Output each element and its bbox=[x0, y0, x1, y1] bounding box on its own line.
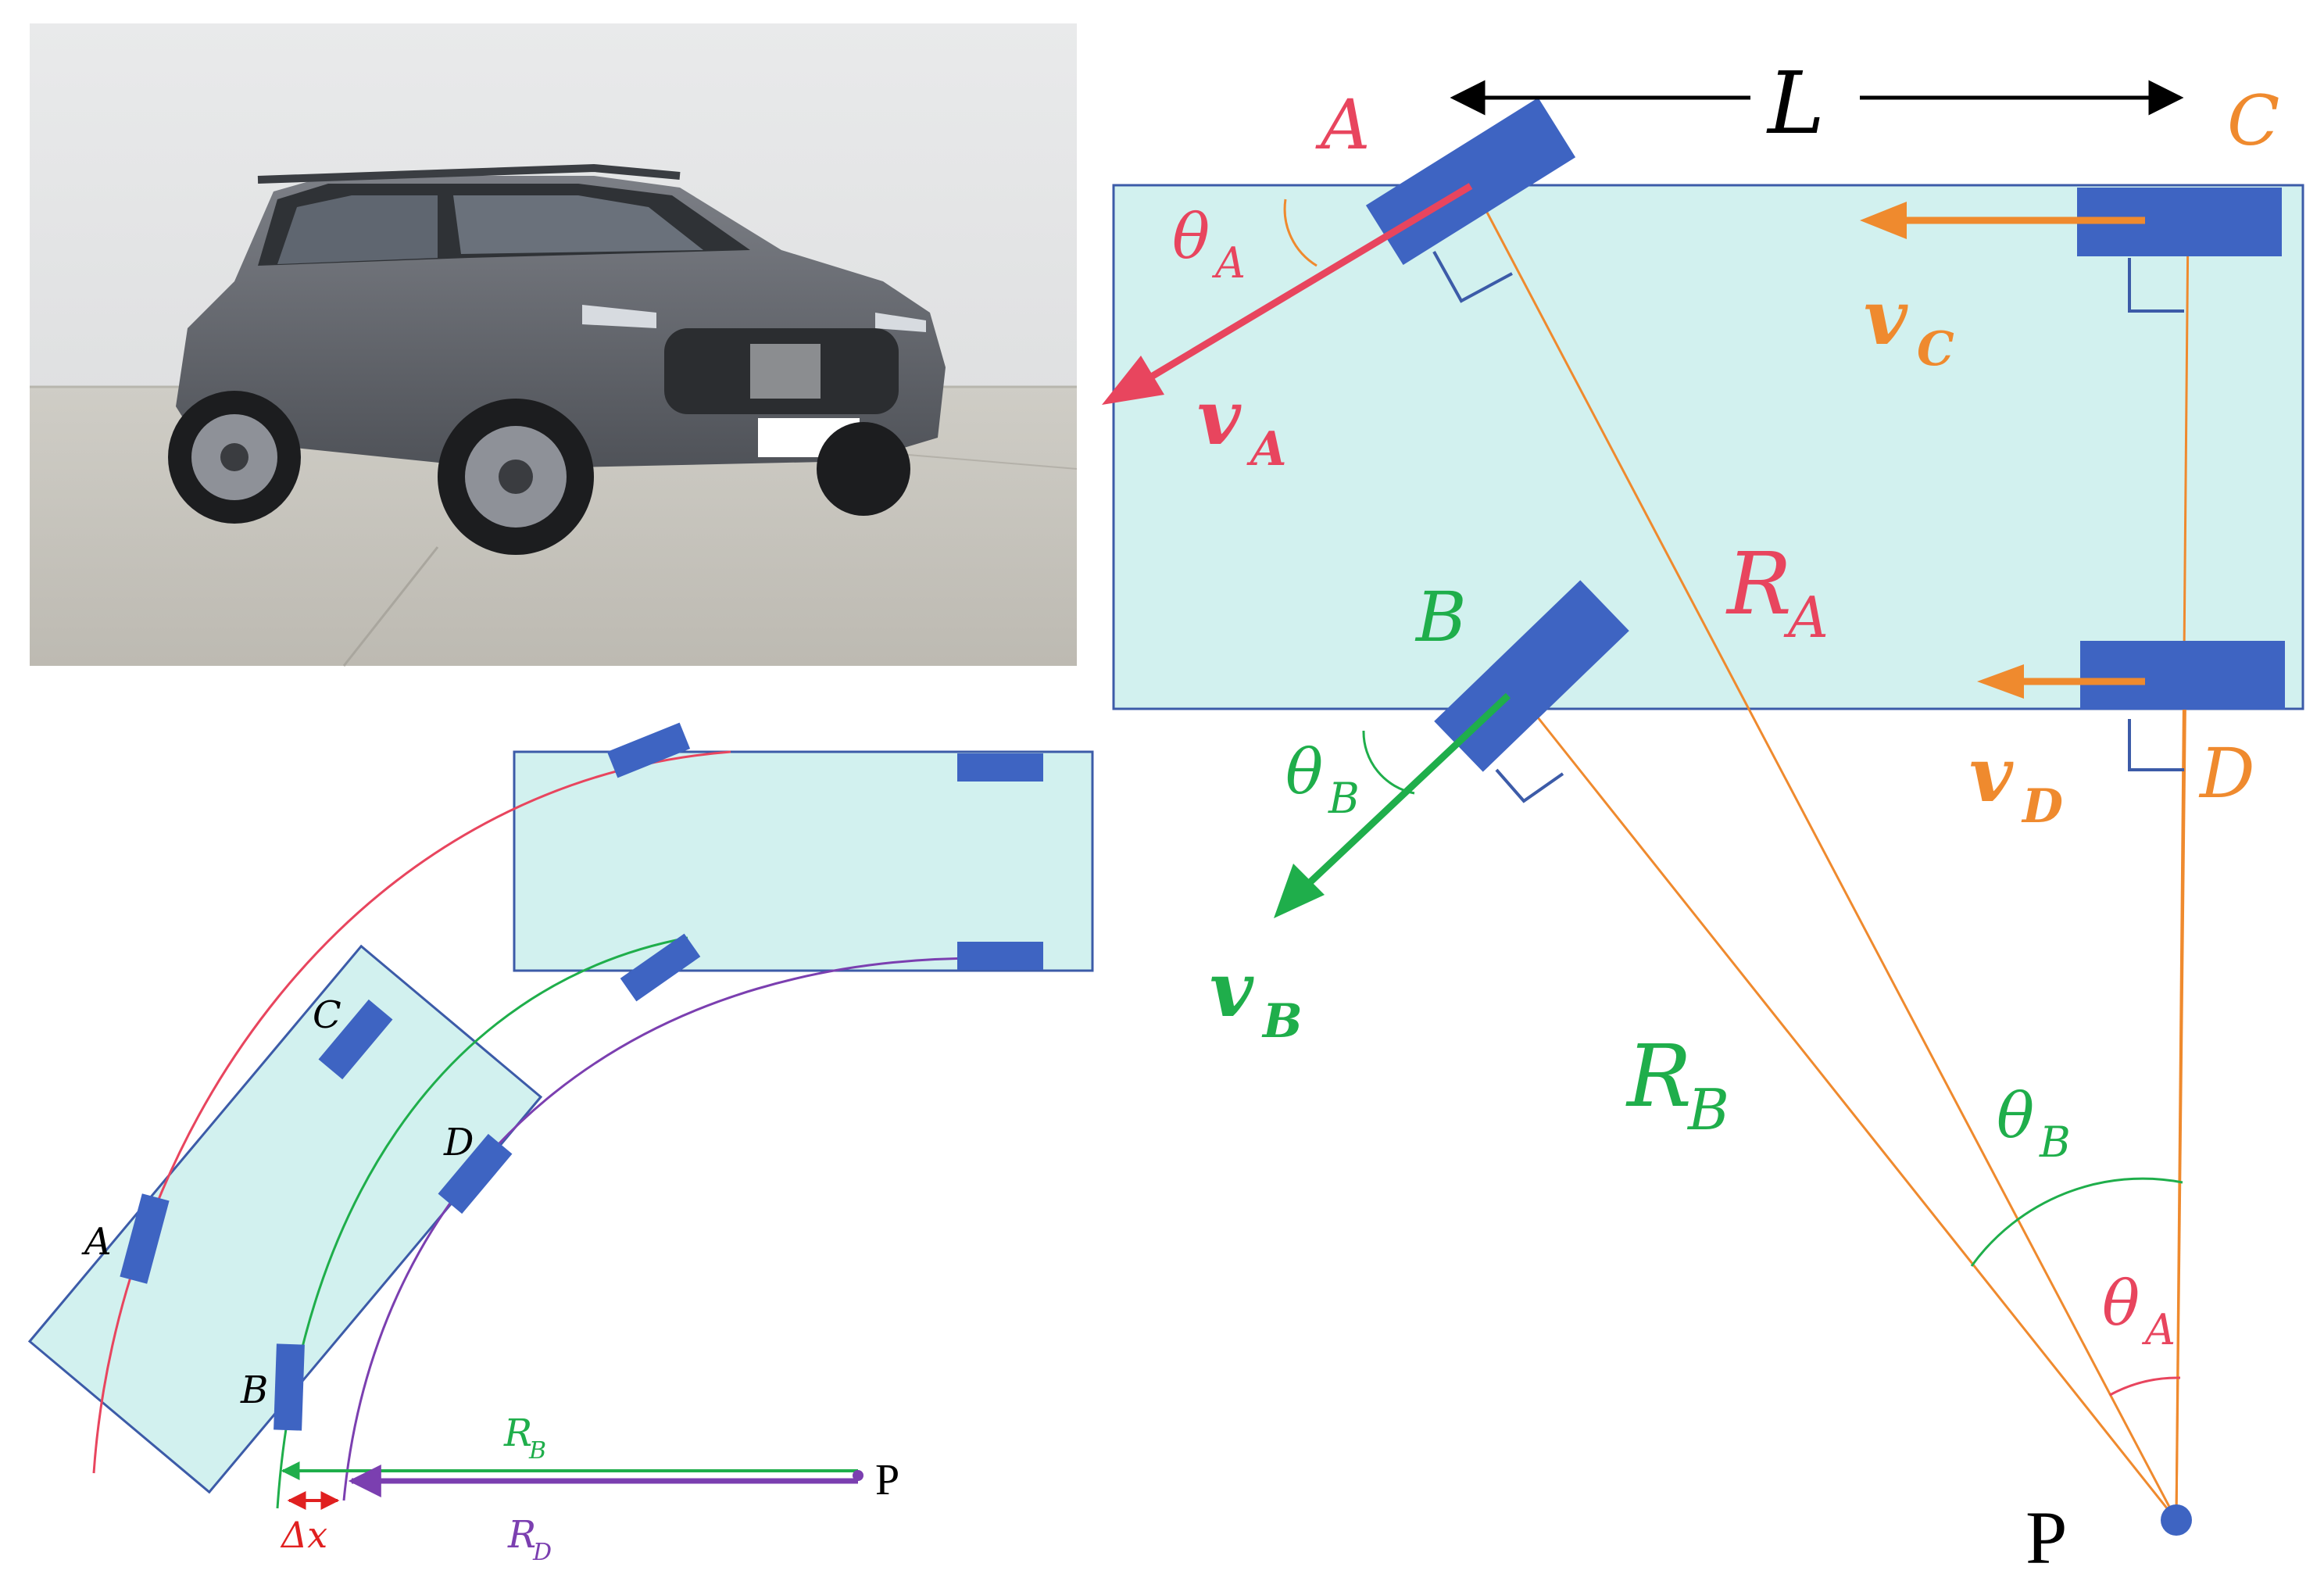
velocity-arrow-c bbox=[1860, 202, 2145, 239]
svg-text:v: v bbox=[1210, 946, 1254, 1034]
svg-text:θ: θ bbox=[1285, 735, 1323, 808]
car-during-turn bbox=[27, 944, 543, 1494]
car-before-turn bbox=[513, 750, 1094, 972]
svg-text:θ: θ bbox=[2102, 1267, 2140, 1340]
main-vehicle-diagram: A B C D L P v A v B v C v D R A R B bbox=[1102, 53, 2304, 1579]
turning-diagram: A B C D P R B R D Δx bbox=[27, 722, 1094, 1566]
wheel-before-a bbox=[606, 722, 691, 778]
svg-text:C: C bbox=[1917, 322, 1954, 377]
turn-label-rd: R D bbox=[507, 1513, 552, 1566]
turn-label-delta-x: Δx bbox=[280, 1514, 327, 1556]
label-theta-b-side: θ B bbox=[1285, 735, 1360, 823]
car-photo bbox=[30, 23, 1078, 667]
label-c: C bbox=[2227, 80, 2279, 161]
svg-text:R: R bbox=[1625, 1026, 1692, 1126]
svg-text:B: B bbox=[1686, 1077, 1729, 1143]
wheel-during-a bbox=[120, 1193, 170, 1284]
label-va: v A bbox=[1197, 374, 1287, 477]
wheel-before-c bbox=[957, 753, 1043, 782]
svg-text:B: B bbox=[2039, 1118, 2071, 1167]
label-d: D bbox=[2198, 733, 2255, 814]
trajectory-d bbox=[342, 957, 1032, 1501]
wheel-a bbox=[1365, 97, 1576, 266]
svg-text:R: R bbox=[507, 1513, 536, 1557]
svg-text:A: A bbox=[2141, 1305, 2176, 1354]
wheel-d bbox=[2080, 641, 2285, 710]
label-l: L bbox=[1766, 53, 1825, 153]
svg-text:B: B bbox=[528, 1437, 546, 1465]
wheel-during-d bbox=[438, 1133, 513, 1214]
wheel-before-b bbox=[620, 933, 701, 1002]
svg-text:θ: θ bbox=[1172, 200, 1210, 273]
svg-text:B: B bbox=[1261, 994, 1303, 1049]
label-theta-a-bottom: θ A bbox=[2102, 1267, 2176, 1354]
label-a: A bbox=[1315, 84, 1371, 165]
vehicle-body bbox=[1112, 184, 2304, 710]
svg-text:A: A bbox=[1246, 422, 1287, 477]
label-vb: v B bbox=[1210, 946, 1303, 1049]
angle-arc-theta-b-bottom bbox=[1970, 1177, 2183, 1267]
svg-text:A: A bbox=[1783, 585, 1829, 650]
right-angle-marks bbox=[1432, 251, 2184, 803]
suv-photo-icon bbox=[168, 163, 946, 555]
svg-text:v: v bbox=[1197, 374, 1242, 462]
svg-text:A: A bbox=[1211, 238, 1246, 288]
label-p: P bbox=[2025, 1496, 2067, 1579]
svg-text:v: v bbox=[1864, 274, 1908, 362]
turn-label-p: P bbox=[875, 1456, 899, 1504]
svg-text:R: R bbox=[503, 1411, 532, 1455]
turn-label-c: C bbox=[313, 993, 341, 1037]
svg-text:D: D bbox=[2021, 779, 2063, 834]
turn-center-point-small bbox=[853, 1470, 863, 1481]
velocity-arrow-d bbox=[1977, 664, 2145, 699]
turn-label-d: D bbox=[443, 1121, 474, 1164]
wheel-during-b bbox=[274, 1343, 305, 1431]
label-vd: v D bbox=[1969, 731, 2063, 834]
wheel-during-c bbox=[318, 999, 393, 1080]
velocity-arrow-a bbox=[1102, 183, 1473, 405]
label-theta-a-top: θ A bbox=[1172, 200, 1246, 288]
label-vc: v C bbox=[1864, 274, 1954, 377]
label-ra: R A bbox=[1725, 534, 1829, 650]
turn-center-point bbox=[2161, 1504, 2192, 1536]
angle-arc-theta-a-top bbox=[1283, 199, 1318, 267]
turn-label-a: A bbox=[81, 1220, 112, 1264]
turn-label-b: B bbox=[240, 1368, 268, 1412]
label-rb: R B bbox=[1625, 1026, 1729, 1143]
radius-lines bbox=[1469, 181, 2190, 1521]
svg-text:v: v bbox=[1969, 731, 2014, 819]
trajectory-a bbox=[92, 750, 731, 1474]
wheel-before-d bbox=[957, 942, 1043, 970]
svg-text:θ: θ bbox=[1997, 1079, 2034, 1152]
label-theta-b-bottom: θ B bbox=[1997, 1079, 2071, 1167]
label-b: B bbox=[1414, 577, 1467, 657]
angle-arc-theta-a-bottom bbox=[2109, 1376, 2181, 1397]
angle-arc-theta-b-side bbox=[1362, 730, 1415, 795]
turn-label-rb: R B bbox=[503, 1411, 546, 1465]
svg-text:D: D bbox=[532, 1539, 552, 1566]
svg-text:B: B bbox=[1328, 774, 1360, 823]
svg-text:R: R bbox=[1725, 534, 1792, 634]
